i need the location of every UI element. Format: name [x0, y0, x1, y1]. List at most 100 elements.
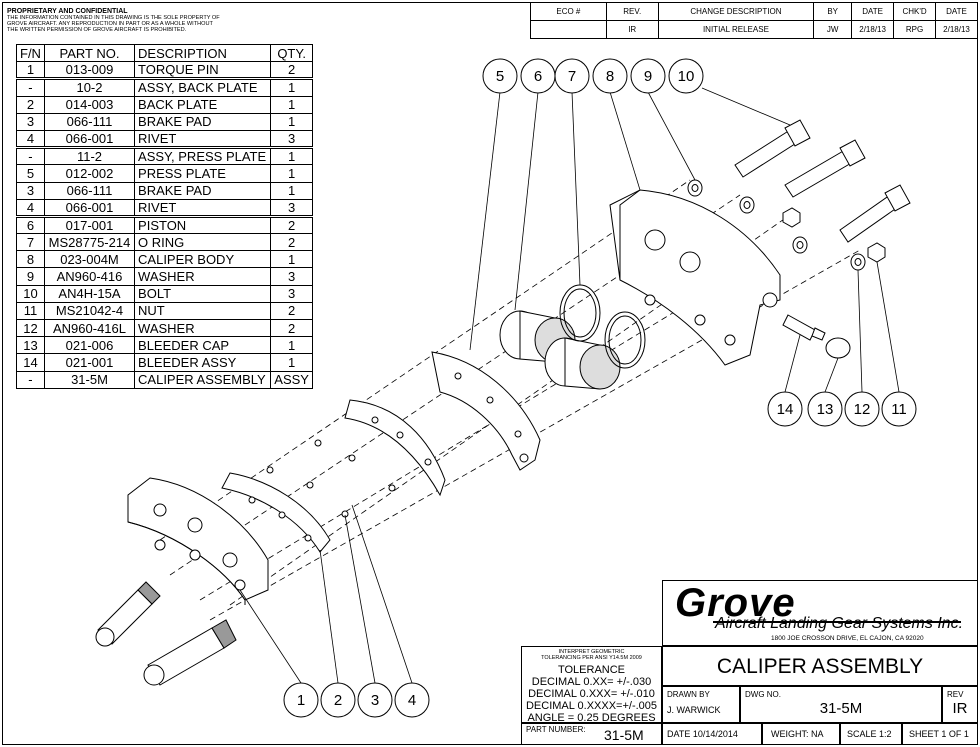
revision-row: IR INITIAL RELEASE JW 2/18/13 RPG 2/18/1…	[530, 20, 978, 39]
balloon-label: 3	[371, 692, 379, 709]
proprietary-title: PROPRIETARY AND CONFIDENTIAL	[7, 8, 128, 15]
torque-pin	[143, 619, 237, 686]
rev-value: IR	[952, 700, 968, 717]
tolerance-line: DECIMAL 0.XXXX=+/-.005	[525, 700, 658, 712]
date-cell: DATE 10/14/2014	[662, 723, 762, 745]
bom-part-number: 021-006	[43, 336, 136, 355]
balloon-13: 13	[807, 391, 843, 427]
o-ring	[559, 284, 601, 342]
balloon-label: 12	[854, 401, 871, 418]
bolt	[734, 119, 811, 178]
logo-underline	[713, 621, 961, 623]
tolerance-line: ANGLE = 0.25 DEGREES	[527, 712, 656, 724]
bom-part-number: 066-001	[43, 129, 136, 149]
tolerance-line: DECIMAL 0.XXX= +/-.010	[528, 688, 655, 700]
bom-description: PRESS PLATE	[134, 164, 272, 183]
revision-table: ECO # REV. CHANGE DESCRIPTION BY DATE CH…	[530, 2, 978, 39]
balloon-9: 9	[630, 58, 666, 94]
bom-part-number: 014-003	[43, 95, 136, 114]
balloon-label: 7	[568, 68, 576, 85]
balloon-8: 8	[592, 58, 628, 94]
balloon-label: 2	[334, 692, 342, 709]
drawing-title: CALIPER ASSEMBLY	[662, 646, 978, 686]
balloon-1: 1	[283, 682, 319, 718]
dwg-number-cell: DWG NO. 31-5M	[740, 686, 942, 723]
rev-cell: REV IR	[942, 686, 978, 723]
tolerance-note: TOLERANCING PER ANSI Y14.5M 2009	[541, 655, 642, 661]
balloon-7: 7	[554, 58, 590, 94]
washers	[687, 179, 866, 271]
proprietary-line: THE INFORMATION CONTAINED IN THIS DRAWIN…	[7, 15, 220, 21]
bom-fn: 10	[16, 284, 45, 303]
balloon-5: 5	[482, 58, 518, 94]
balloon-label: 10	[678, 68, 695, 85]
balloon-11: 11	[881, 391, 917, 427]
piston	[499, 310, 576, 363]
bolt	[784, 139, 866, 198]
back-plate	[127, 477, 269, 605]
nuts	[782, 207, 886, 263]
rev-label: REV	[947, 690, 964, 699]
rev-description: INITIAL RELEASE	[657, 20, 815, 39]
piston	[544, 337, 621, 390]
company-logo: Grove	[675, 581, 796, 625]
torque-pin	[95, 581, 161, 647]
balloon-10: 10	[668, 58, 704, 94]
proprietary-line: GROVE AIRCRAFT. ANY REPRODUCTION IN PART…	[7, 21, 213, 27]
balloon-12: 12	[844, 391, 880, 427]
drawn-by-cell: DRAWN BY J. WARWICK	[662, 686, 740, 723]
company-address: 1800 JOE CROSSON DRIVE, EL CAJON, CA 920…	[771, 635, 924, 642]
bleeder-assembly	[782, 314, 826, 341]
rev-date: 2/18/13	[851, 20, 895, 39]
rivets	[266, 439, 396, 518]
part-number-label: PART NUMBER:	[526, 725, 586, 734]
tolerance-line: DECIMAL 0.XX= +/-.030	[531, 676, 652, 688]
bom-description: ASSY, BACK PLATE	[134, 77, 272, 97]
bom-qty: ASSY	[270, 370, 313, 389]
bom-fn: 11	[16, 301, 45, 321]
bom-header-row: F/N PART NO. DESCRIPTION QTY.	[16, 43, 313, 63]
company-logo-block: Grove Aircraft Landing Gear Systems Inc.…	[662, 580, 978, 646]
balloon-label: 1	[297, 692, 305, 709]
press-plate-pad	[344, 399, 446, 497]
part-number-value: 31-5M	[604, 727, 644, 743]
bom-part-number: AN960-416	[43, 267, 136, 286]
balloon-label: 11	[891, 401, 907, 418]
weight-cell: WEIGHT: NA	[762, 723, 840, 745]
drawn-by-label: DRAWN BY	[667, 690, 710, 699]
bom-description: TORQUE PIN	[134, 61, 272, 80]
balloon-label: 9	[644, 68, 652, 85]
bom-qty: 2	[270, 301, 313, 321]
press-plate	[431, 351, 541, 471]
tolerance-note: INTERPRET GEOMETRIC	[558, 649, 625, 655]
proprietary-line: THE WRITTEN PERMISSION OF GROVE AIRCRAFT…	[7, 27, 187, 33]
balloon-label: 8	[606, 68, 614, 85]
o-ring	[604, 311, 646, 369]
balloon-6: 6	[520, 58, 556, 94]
bom-header-part: PART NO.	[43, 43, 136, 63]
proprietary-notice: THE INFORMATION CONTAINED IN THIS DRAWIN…	[7, 15, 257, 33]
bom-description: BRAKE PAD	[134, 181, 272, 200]
caliper-body	[609, 189, 781, 366]
bom-part-number: 31-5M	[43, 370, 136, 389]
tolerance-title: TOLERANCE	[557, 664, 626, 676]
tolerance-block: INTERPRET GEOMETRIC TOLERANCING PER ANSI…	[521, 646, 662, 724]
company-name: Aircraft Landing Gear Systems Inc.	[715, 615, 964, 632]
part-number-cell: PART NUMBER: 31-5M	[521, 723, 662, 745]
balloon-4: 4	[394, 682, 430, 718]
bom-description: BLEEDER CAP	[134, 336, 272, 355]
dwg-number-value: 31-5M	[819, 700, 863, 717]
